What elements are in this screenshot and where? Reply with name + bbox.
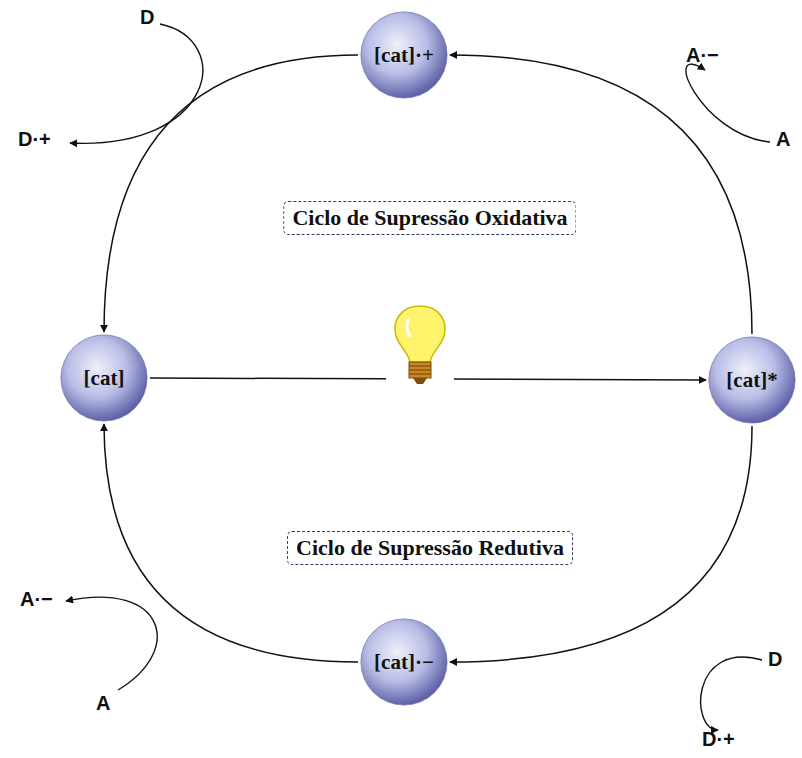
reagent-label: D <box>768 648 782 671</box>
reagent-label: D·+ <box>702 728 735 751</box>
species-label: [cat]* <box>726 368 777 393</box>
leader-arrow <box>701 657 762 730</box>
species-label: [cat]·− <box>374 650 434 675</box>
reagent-label: A·− <box>686 44 719 67</box>
cycle-title-box: Ciclo de Supressão Oxidativa <box>283 201 576 235</box>
reagent-label: D <box>140 6 154 29</box>
species-label: [cat]·+ <box>374 43 434 68</box>
cycle-arrow <box>104 55 358 332</box>
cycle-title: Ciclo de Supressão Oxidativa <box>292 205 567 230</box>
lightbulb-icon <box>380 300 460 395</box>
leader-arrow <box>66 597 157 690</box>
reagent-label: A <box>776 128 790 151</box>
catalyst-circle: [cat]* <box>708 336 796 424</box>
cycle-title: Ciclo de Supressão Redutiva <box>296 535 564 560</box>
catalyst-circle: [cat] <box>60 334 148 422</box>
leader-arrow <box>70 24 203 143</box>
reagent-label: D·+ <box>18 128 51 151</box>
leader-arrow <box>686 64 770 142</box>
reagent-label: A·− <box>20 588 53 611</box>
cycle-title-box: Ciclo de Supressão Redutiva <box>287 531 573 565</box>
species-label: [cat] <box>84 366 125 391</box>
catalyst-circle: [cat]·+ <box>360 11 448 99</box>
catalyst-circle: [cat]·− <box>360 618 448 706</box>
reagent-label: A <box>96 692 110 715</box>
cycle-arrow <box>450 55 752 334</box>
